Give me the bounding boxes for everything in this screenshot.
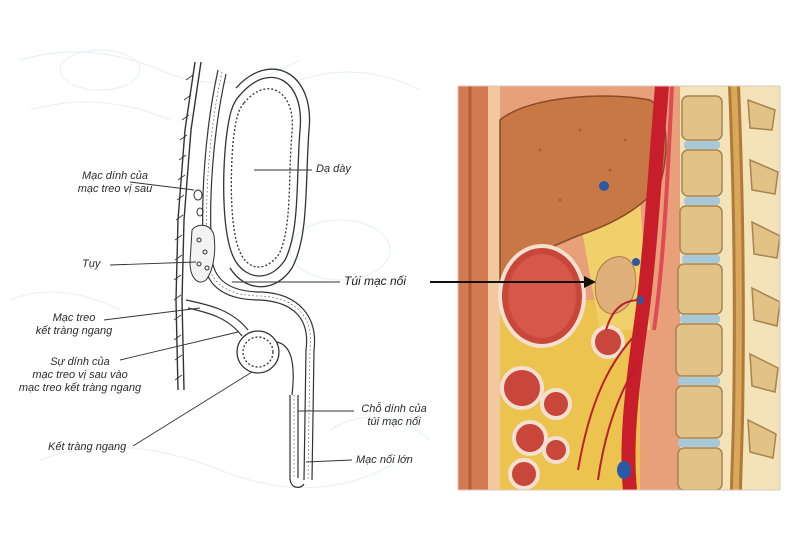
- wall-fat: [488, 86, 500, 490]
- pancreas-shape: [189, 224, 216, 283]
- spinous-processes: [747, 98, 780, 459]
- stomach-outline: [223, 68, 311, 288]
- omentum-fold: [276, 341, 294, 396]
- label-da-day: Dạ dày: [316, 163, 351, 175]
- vessels-small: [193, 189, 204, 217]
- peritoneum-lines: [202, 69, 316, 488]
- label-mac-dinh: Mạc dính của mạc treo vị sau: [60, 170, 170, 196]
- label-su-dinh-line2: mạc treo vị sau vào: [32, 369, 128, 381]
- pointer-arrow: [430, 276, 596, 288]
- label-tui-mac-noi: Túi mạc nối: [344, 274, 407, 288]
- label-cho-dinh: Chỗ dính của túi mạc nối: [352, 403, 436, 429]
- intervertebral-discs: [678, 141, 720, 447]
- label-cho-dinh-line2: túi mạc nối: [367, 416, 421, 428]
- label-tuy: Tụy: [82, 258, 101, 270]
- vertebral-bodies: [675, 95, 723, 490]
- label-mac-noi-lon: Mạc nối lớn: [356, 454, 413, 466]
- label-mac-dinh-line2: mạc treo vị sau: [77, 183, 153, 195]
- aorta: [621, 86, 669, 490]
- wall-hatching: [173, 74, 194, 381]
- label-mac-dinh-line1: Mạc dính của: [81, 170, 149, 182]
- veins: [599, 181, 644, 479]
- label-cho-dinh-line1: Chỗ dính của: [361, 403, 427, 415]
- background-texture: [9, 49, 431, 489]
- omental-bursa: [594, 256, 637, 315]
- illustration-frame: [457, 85, 781, 491]
- transverse-colon-circle: [236, 330, 280, 374]
- label-mac-treo: Mạc treo kết tràng ngang: [22, 312, 126, 338]
- label-mac-treo-line1: Mạc treo: [52, 312, 96, 324]
- bowel-loops: [500, 325, 625, 490]
- peritoneum-dots: [206, 71, 311, 481]
- stomach-inner: [508, 254, 576, 338]
- label-su-dinh-line1: Sự dính của: [50, 356, 110, 368]
- label-mac-treo-line2: kết tràng ngang: [35, 325, 113, 337]
- label-ket-trang: Kết tràng ngang: [48, 441, 127, 453]
- label-su-dinh-line3: mạc treo kết tràng ngang: [18, 382, 142, 394]
- label-su-dinh: Sự dính của mạc treo vị sau vào mạc treo…: [0, 356, 160, 395]
- abdominal-wall: [458, 86, 488, 490]
- mesocolon: [185, 299, 249, 337]
- liver-texture: [538, 128, 627, 202]
- mesenteric-vessels: [577, 299, 641, 481]
- leader-lines: [103, 169, 354, 463]
- vessel-highlight: [652, 86, 674, 331]
- posterior-wall: [175, 61, 202, 391]
